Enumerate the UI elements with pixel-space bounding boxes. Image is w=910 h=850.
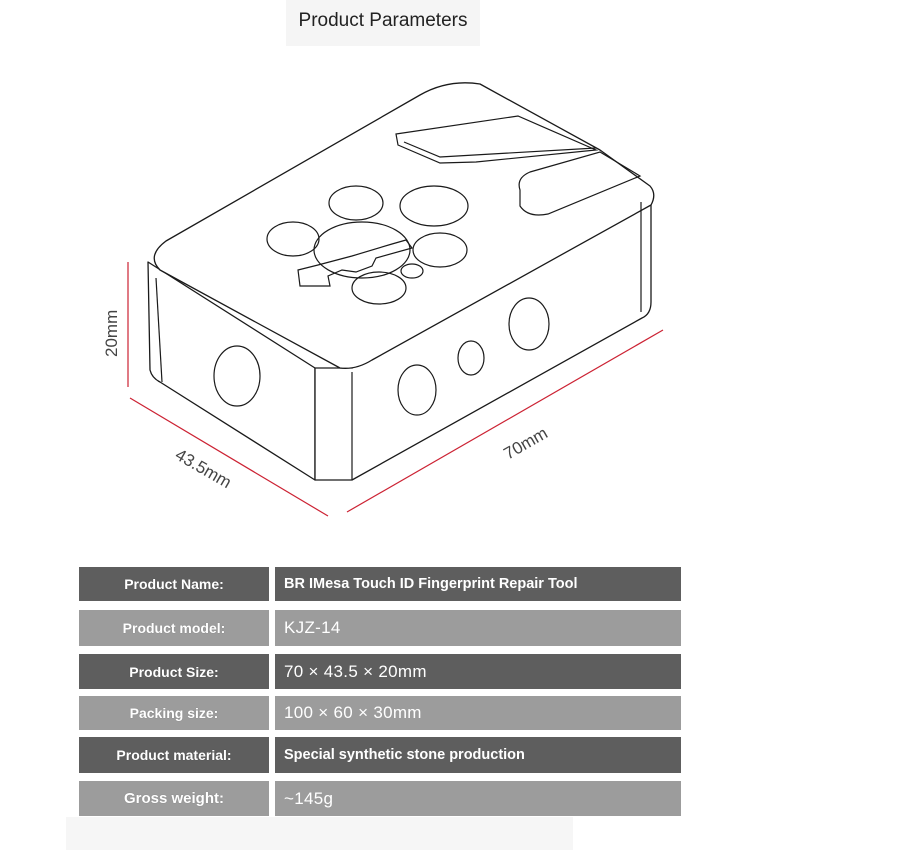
top-hole: [412, 232, 468, 268]
spec-label-product-name: Product Name:: [79, 567, 269, 601]
length-label: 70mm: [501, 423, 551, 463]
block-front-face: [314, 195, 652, 481]
spec-label-gross-weight: Gross weight:: [79, 781, 269, 816]
block-left-face: [147, 261, 316, 481]
side-hole: [457, 340, 485, 376]
top-hole: [399, 185, 469, 227]
page-title: Product Parameters: [298, 10, 468, 31]
spec-label-product-model: Product model:: [79, 610, 269, 646]
depth-dimension-line: [129, 397, 329, 517]
side-notch: [518, 151, 642, 216]
side-hole: [397, 364, 437, 416]
height-label: 20mm: [102, 310, 121, 357]
spec-label-packing-size: Packing size:: [79, 696, 269, 730]
spec-value-product-model: KJZ-14: [275, 610, 681, 646]
spec-value-product-name: BR IMesa Touch ID Fingerprint Repair Too…: [275, 567, 681, 601]
top-hole: [266, 221, 320, 257]
rear-slot: [395, 115, 599, 164]
spec-value-gross-weight: ~145g: [275, 781, 681, 816]
spec-value-product-size: 70 × 43.5 × 20mm: [275, 654, 681, 689]
side-hole: [508, 297, 550, 351]
spec-label-product-size: Product Size:: [79, 654, 269, 689]
bottom-strip: [66, 817, 573, 850]
top-hole: [328, 185, 384, 221]
side-hole: [213, 345, 261, 407]
spec-label-product-material: Product material:: [79, 737, 269, 773]
block-top-face: [153, 82, 655, 369]
top-hole: [313, 221, 411, 279]
top-hole: [400, 263, 424, 279]
cable-channel: [297, 239, 414, 287]
depth-label: 43.5mm: [172, 445, 235, 492]
length-dimension-line: [346, 329, 664, 513]
spec-value-packing-size: 100 × 60 × 30mm: [275, 696, 681, 730]
title-background: [286, 0, 480, 46]
product-line-drawing: 20mm 43.5mm 70mm: [102, 82, 664, 517]
spec-value-product-material: Special synthetic stone production: [275, 737, 681, 773]
top-hole: [351, 271, 407, 305]
